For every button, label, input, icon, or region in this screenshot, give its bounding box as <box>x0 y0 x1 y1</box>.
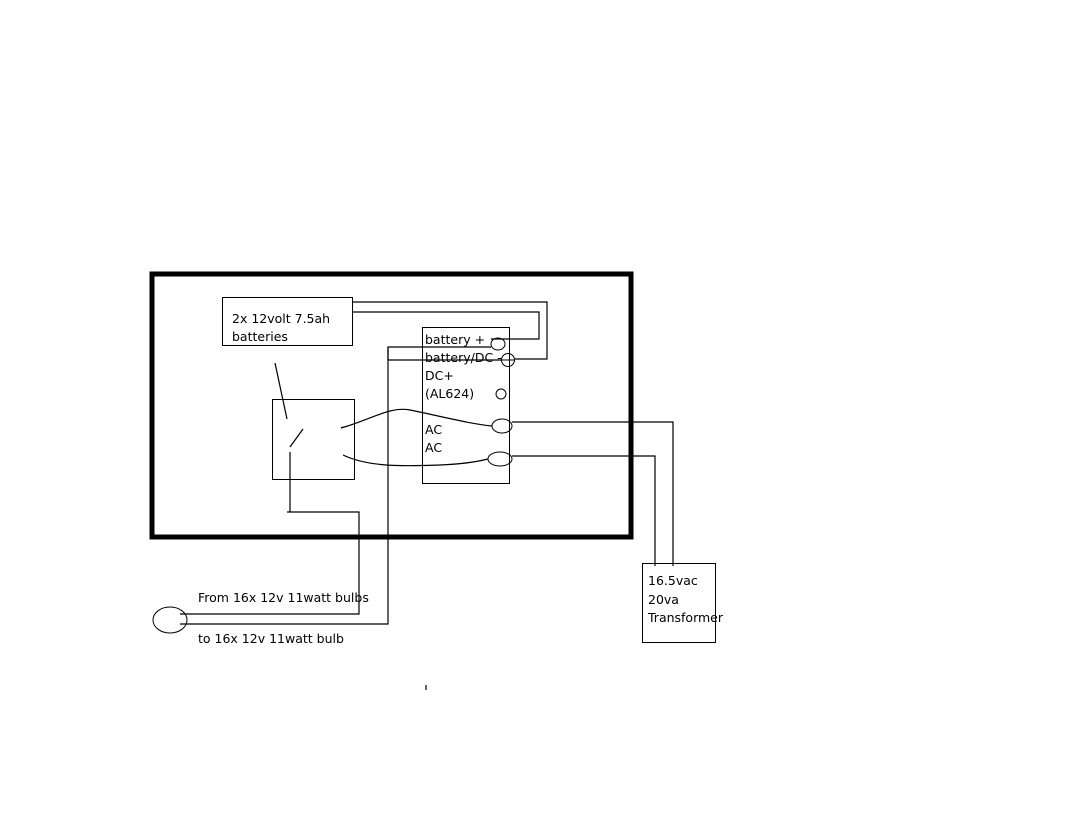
wire-battery-plus <box>352 311 540 340</box>
terminal-ac-2 <box>487 451 513 467</box>
wire-ac-2-transformer <box>512 455 656 566</box>
switch-box <box>272 399 355 480</box>
terminal-label-ac-1: AC <box>425 422 442 437</box>
batteries-box <box>222 297 353 346</box>
switch-block <box>272 362 355 512</box>
terminal-label-ac-2: AC <box>425 440 442 455</box>
transformer-box <box>642 563 716 643</box>
terminal-label-battery-dc-minus: battery/DC - <box>425 350 502 365</box>
switch-contact <box>289 428 304 448</box>
controller-model-label: (AL624) <box>425 386 474 401</box>
transformer-label-line3: Transformer <box>647 610 724 625</box>
terminal-label-dc-plus: DC+ <box>425 368 454 383</box>
transformer-label-line1: 16.5vac <box>648 573 698 588</box>
wire-from-bulbs <box>180 511 360 615</box>
wire-battery-minus <box>352 301 548 360</box>
wire-ac-1-transformer <box>512 421 674 566</box>
terminal-dc-plus <box>495 388 507 400</box>
transformer-block: 16.5vac 20va Transformer <box>642 563 724 643</box>
switch-lead-in <box>274 362 288 420</box>
terminal-label-battery-plus: battery + <box>425 332 485 347</box>
wire-switch-ac-2 <box>342 454 489 467</box>
controller-box <box>422 327 510 484</box>
transformer-label-line2: 20va <box>648 592 679 607</box>
terminal-battery-plus <box>490 337 506 351</box>
enclosure-box <box>149 271 634 540</box>
wire-to-bulbs <box>180 346 491 625</box>
controller-block: battery + battery/DC - DC+ (AL624) AC AC <box>422 327 515 484</box>
wire-switch-ac-1 <box>340 408 493 429</box>
batteries-block: 2x 12volt 7.5ah batteries <box>222 297 353 346</box>
to-bulbs-label: to 16x 12v 11watt bulb <box>198 631 344 646</box>
bulb-circle <box>152 606 188 634</box>
from-bulbs-label: From 16x 12v 11watt bulbs <box>198 590 369 605</box>
batteries-label-line1: 2x 12volt 7.5ah <box>232 311 330 326</box>
batteries-label-line2: batteries <box>232 329 288 344</box>
